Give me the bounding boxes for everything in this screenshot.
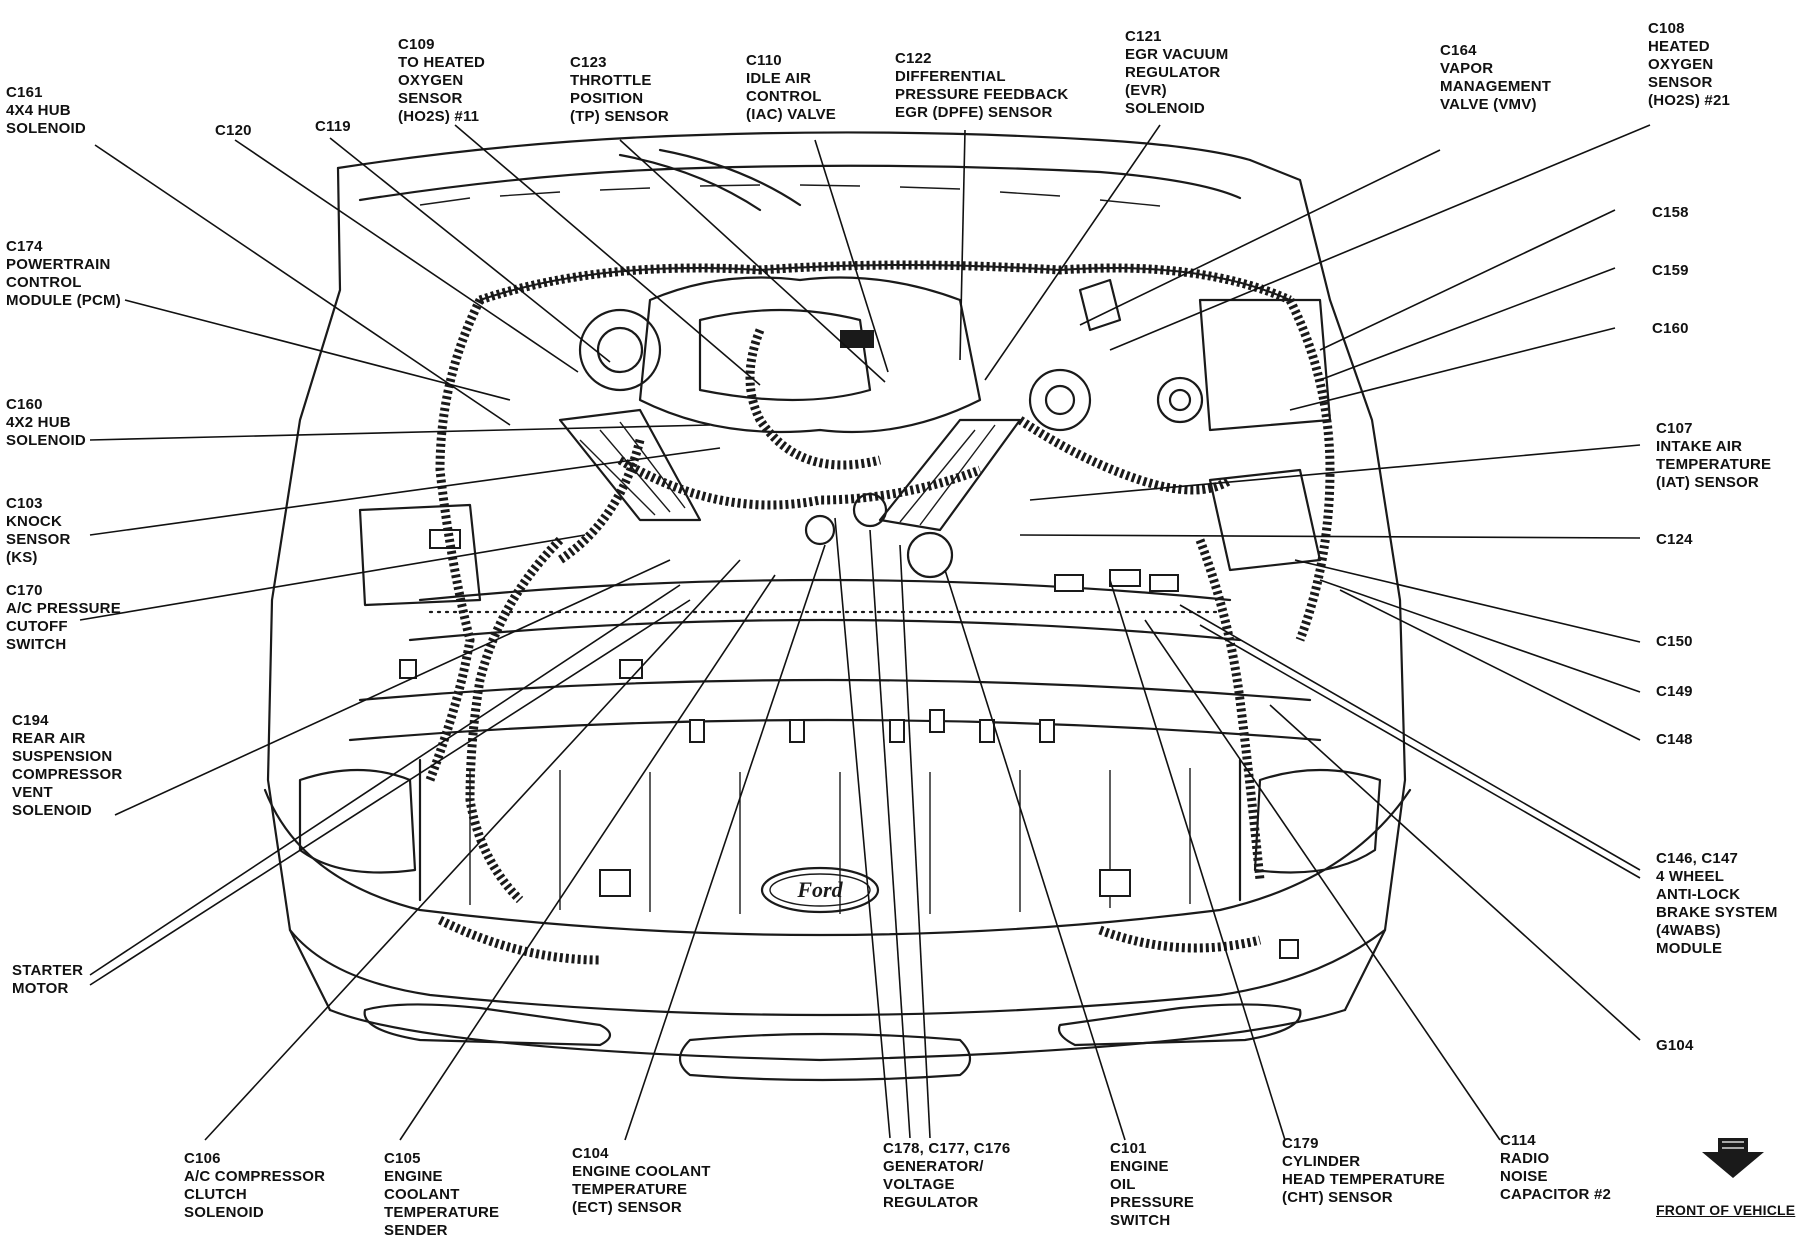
leader-c149 — [1319, 579, 1641, 693]
leader-c178-c — [899, 544, 931, 1139]
leader-c104 — [624, 544, 826, 1141]
leader-c119 — [329, 137, 611, 363]
leader-c160-left — [89, 424, 711, 441]
leader-c158 — [1319, 209, 1616, 351]
leader-c107 — [1029, 444, 1641, 501]
leader-c178-b — [869, 529, 911, 1139]
label-c124: C124 — [1656, 531, 1693, 548]
label-c148: C148 — [1656, 731, 1693, 748]
leader-c194 — [114, 559, 671, 816]
wiring-harness — [425, 260, 1335, 965]
leader-c170 — [79, 534, 586, 621]
leader-c159 — [1319, 267, 1616, 381]
label-c160-right: C160 — [1652, 320, 1689, 337]
leader-c121 — [984, 124, 1161, 381]
leader-c174 — [124, 299, 511, 401]
leader-c164 — [1079, 149, 1441, 326]
leader-starter-a — [89, 584, 681, 976]
label-c119: C119 — [315, 118, 351, 135]
leader-starter-b — [89, 599, 691, 986]
leader-c120 — [234, 139, 579, 373]
label-c159: C159 — [1652, 262, 1689, 279]
leader-c146-b — [1199, 624, 1641, 879]
leader-c122 — [959, 129, 966, 361]
leader-c146-a — [1179, 604, 1641, 871]
leader-c105 — [399, 574, 776, 1141]
leader-lines — [79, 124, 1651, 1141]
label-c120: C120 — [215, 122, 252, 139]
leader-c178-a — [834, 517, 891, 1139]
leader-c179 — [1109, 579, 1286, 1141]
leader-c110 — [814, 139, 889, 373]
leader-c161 — [94, 144, 511, 426]
label-g104: G104 — [1656, 1037, 1694, 1054]
leader-c148 — [1339, 589, 1641, 741]
label-c158: C158 — [1652, 204, 1689, 221]
label-c150: C150 — [1656, 633, 1693, 650]
leader-c114 — [1144, 619, 1501, 1141]
leader-c109 — [454, 124, 761, 386]
leader-c108 — [1109, 124, 1651, 351]
leader-c103 — [89, 447, 721, 536]
leader-c150 — [1294, 559, 1641, 643]
leader-c106 — [204, 559, 741, 1141]
engine-block — [358, 276, 1332, 959]
leader-g104 — [1269, 704, 1641, 1041]
front-of-vehicle-label: FRONT OF VEHICLE — [1656, 1202, 1796, 1218]
leader-c160-right — [1289, 327, 1616, 411]
ford-logo: Ford — [796, 877, 843, 902]
leader-c124 — [1019, 534, 1641, 539]
front-of-vehicle-arrow-icon — [1702, 1138, 1764, 1178]
leader-c101 — [944, 569, 1126, 1141]
leader-c123 — [619, 139, 886, 383]
label-c149: C149 — [1656, 683, 1693, 700]
vehicle-body: Ford — [263, 131, 1412, 1082]
